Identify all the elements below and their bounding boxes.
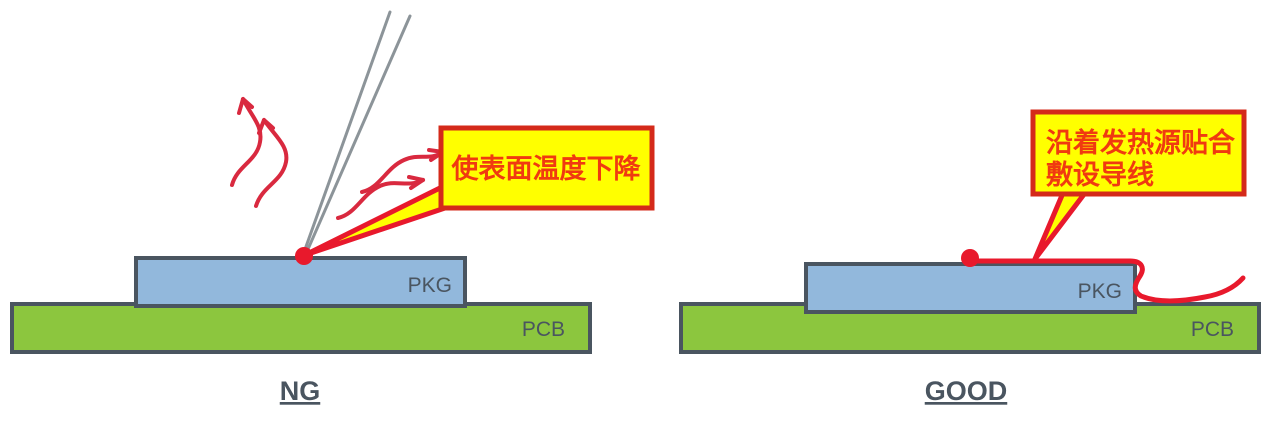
- good-pkg-block: PKG: [804, 262, 1137, 314]
- ng-pcb-label: PCB: [522, 318, 565, 341]
- ng-pkg-rect: [134, 256, 467, 308]
- good-callout-line-1: 沿着发热源贴合: [1046, 127, 1235, 158]
- ng-verdict-label: NG: [280, 376, 321, 406]
- ng-thermocouple-probe-icon: [301, 10, 412, 258]
- good-callout-leader: [1032, 190, 1088, 262]
- good-pcb-label: PCB: [1191, 318, 1234, 341]
- good-callout: 沿着发热源贴合 敷设导线: [1030, 109, 1247, 197]
- ng-sensor-dot-icon: [295, 247, 313, 265]
- ng-callout-leader: [302, 181, 451, 258]
- ng-heat-arrow-icon-left-2: [230, 97, 263, 187]
- ng-heat-arrow-icon-right-1: [336, 175, 425, 220]
- panel-good: PCB PKG 沿着发热源贴合 敷设导线 GOOD: [679, 109, 1261, 406]
- ng-pcb-block: PCB: [10, 302, 592, 354]
- good-sensor-dot-icon: [961, 249, 979, 267]
- ng-pcb-rect: [10, 302, 592, 354]
- good-thermocouple-wire-icon: [967, 258, 1246, 304]
- ng-callout-line-1: 使表面温度下降: [451, 153, 642, 184]
- good-callout-line-2: 敷设导线: [1046, 159, 1154, 190]
- good-callout-box: [1030, 109, 1247, 197]
- ng-pkg-label: PKG: [408, 274, 452, 297]
- good-pkg-label: PKG: [1078, 280, 1122, 303]
- panel-ng: PCB PKG: [10, 10, 655, 406]
- good-verdict-label: GOOD: [925, 376, 1008, 406]
- ng-heat-arrow-icon-right-2: [360, 148, 445, 194]
- ng-pkg-block: PKG: [134, 256, 467, 308]
- ng-callout-box: [438, 125, 655, 211]
- ng-callout: 使表面温度下降: [438, 125, 655, 211]
